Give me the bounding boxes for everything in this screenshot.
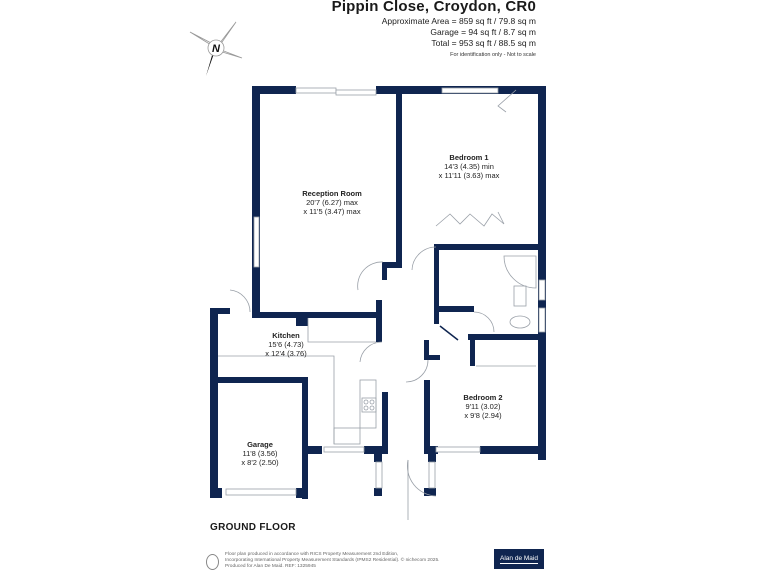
room-label-kitchen: Kitchen 15'6 (4.73) x 12'4 (3.76) — [265, 331, 307, 358]
footer-line-2: Incorporating International Property Mea… — [225, 558, 440, 564]
room-label-garage: Garage 11'8 (3.56) x 8'2 (2.50) — [241, 440, 279, 467]
property-title: Pippin Close, Croydon, CR0 — [331, 0, 536, 15]
walls — [210, 86, 546, 499]
compass-rose-icon: N — [186, 18, 246, 78]
compass-north-label: N — [212, 43, 221, 55]
room-label-bedroom-1: Bedroom 1 14'3 (4.35) min x 11'11 (3.63)… — [438, 153, 500, 180]
footer-line-1: Floor plan produced in accordance with R… — [225, 552, 399, 557]
room-label-bedroom-2: Bedroom 2 9'11 (3.02) x 9'8 (2.94) — [463, 393, 503, 420]
brand-label: Alan de Maid — [500, 554, 538, 564]
brand-logo: Alan de Maid — [494, 549, 544, 569]
footer-line-3: Produced for Alan De Maid. REF: 1325945 — [225, 564, 316, 570]
plan-header: Pippin Close, Croydon, CR0 Approximate A… — [332, 0, 536, 60]
windows — [225, 87, 546, 496]
floor-label: GROUND FLOOR — [210, 522, 296, 533]
fixtures — [218, 89, 537, 520]
footer-note: Floor plan produced in accordance with R… — [206, 552, 485, 571]
info-icon — [206, 554, 219, 570]
garage-area: Garage = 94 sq ft / 8.7 sq m — [430, 27, 536, 37]
total-area: Total = 953 sq ft / 88.5 sq m — [431, 38, 536, 48]
scale-disclaimer: For identification only - Not to scale — [450, 52, 536, 58]
room-label-reception: Reception Room 20'7 (6.27) max x 11'5 (3… — [302, 189, 362, 216]
approximate-area: Approximate Area = 859 sq ft / 79.8 sq m — [381, 16, 536, 26]
